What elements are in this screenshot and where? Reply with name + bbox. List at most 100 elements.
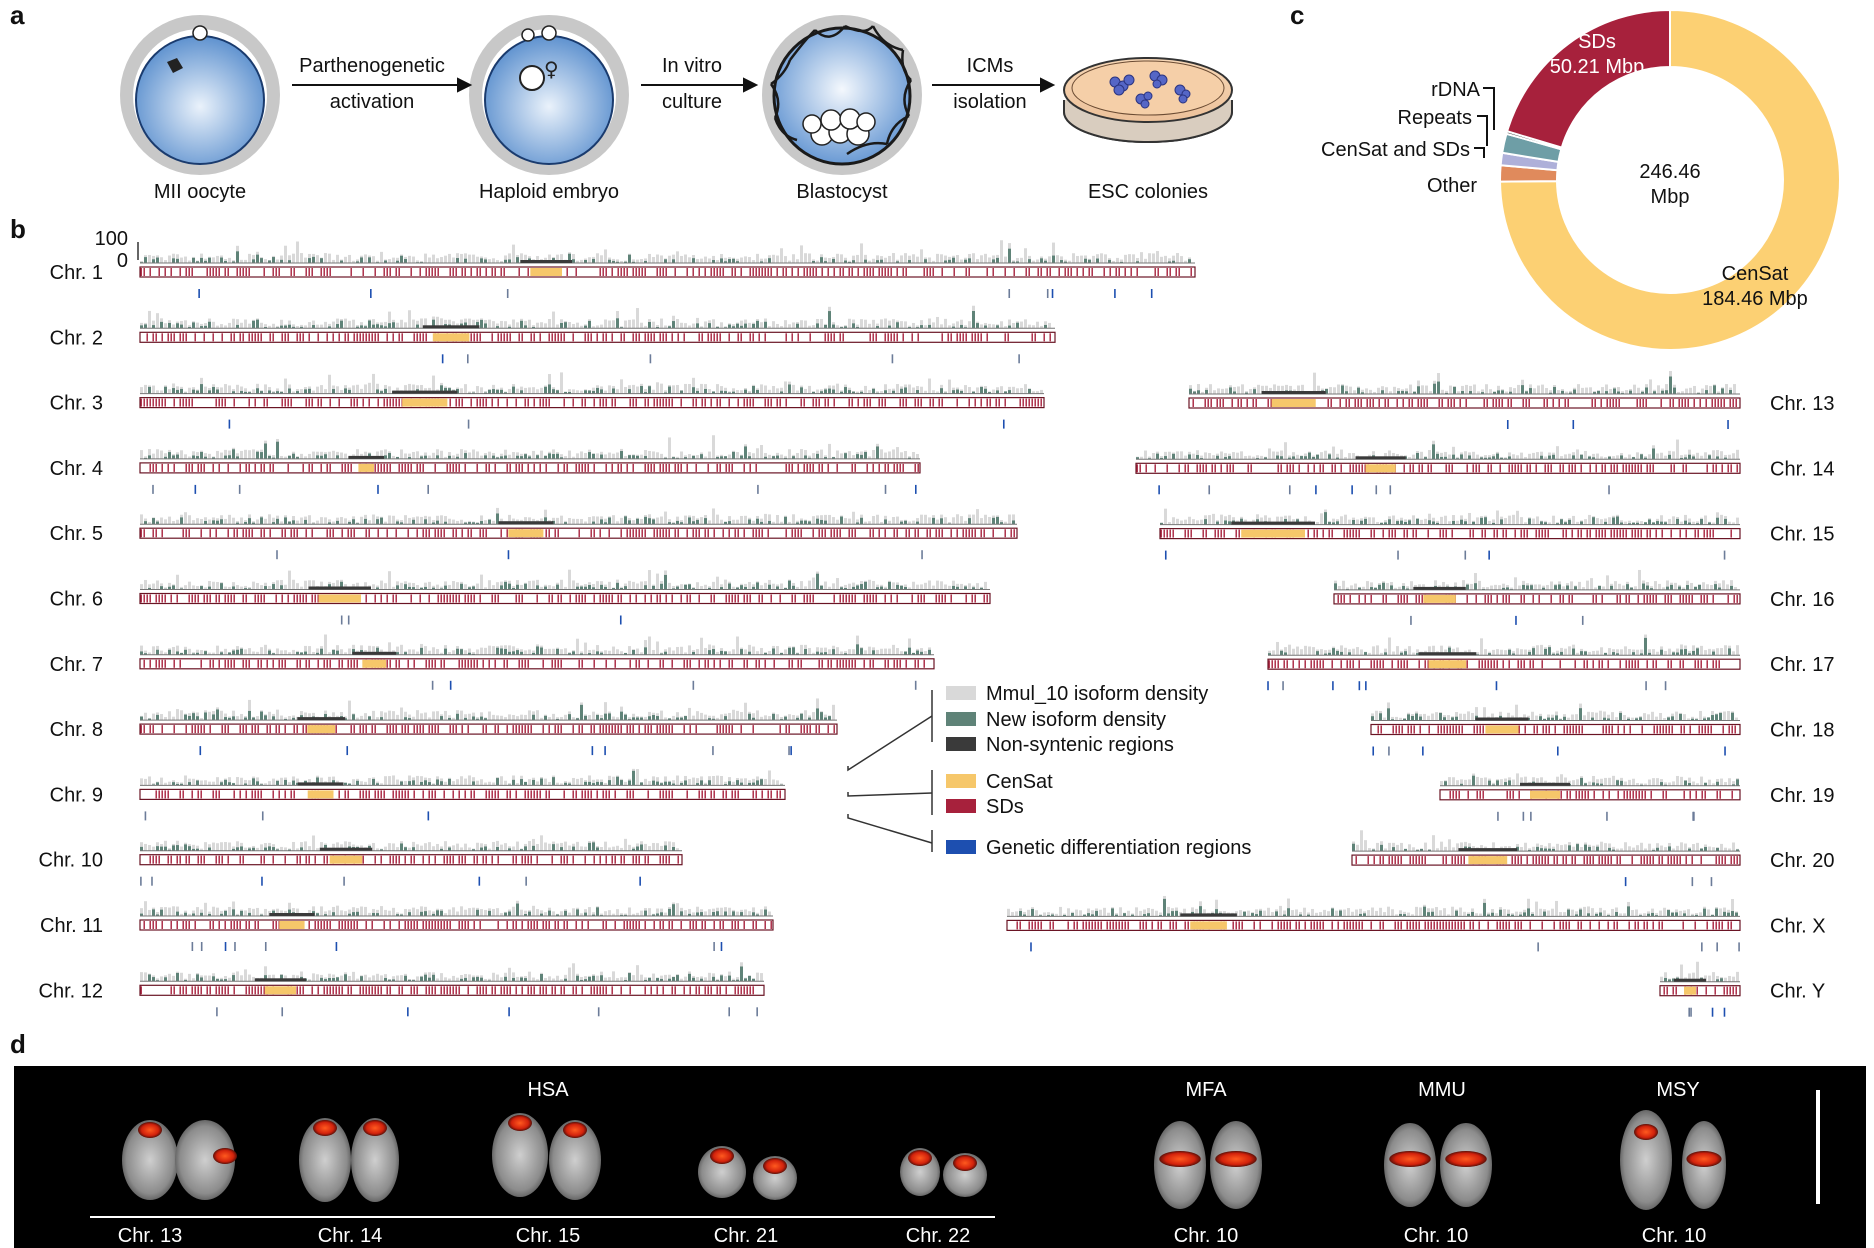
fish-chromosome-6 [698, 1146, 746, 1198]
chromosome-right-0: Chr. 13 [1188, 370, 1834, 429]
chromosome-label-left-4: Chr. 5 [50, 523, 103, 545]
chromosome-label-left-6: Chr. 7 [50, 654, 103, 676]
legend-label-new: New isoform density [986, 709, 1166, 731]
chromosome-left-9: Chr. 10 [39, 835, 683, 886]
panel-label-c: c [1290, 0, 1304, 30]
chromosome-label-left-7: Chr. 8 [50, 719, 103, 741]
fish-chromosome-1 [175, 1120, 237, 1200]
chromosome-right-8: Chr. X [1006, 895, 1826, 952]
fish-chromosome-7 [753, 1156, 797, 1200]
chromosome-label-left-5: Chr. 6 [50, 589, 103, 611]
blastocyst-illustration [762, 15, 922, 175]
arrow1-line1: Parthenogenetic [299, 55, 445, 77]
arrow3-line1: ICMs [967, 55, 1014, 77]
callout-censat-sds: CenSat and SDs [1321, 139, 1470, 161]
callout-rdna: rDNA [1431, 79, 1481, 101]
species-msy: MSY [1656, 1079, 1699, 1101]
legend-swatch-mmul [946, 686, 976, 700]
legend-swatch-sds [946, 799, 976, 813]
arrow3-line2: isolation [953, 91, 1026, 113]
chromosome-label-left-11: Chr. 12 [39, 980, 103, 1002]
chromosome-left-7: Chr. 8 [50, 698, 838, 756]
species-hsa: HSA [527, 1079, 569, 1101]
slice-label-sds-value: 50.21 Mbp [1550, 56, 1645, 78]
haploid-embryo-illustration: ♀ [469, 15, 629, 175]
chromosome-label-right-0: Chr. 13 [1770, 393, 1834, 415]
stage-label-esc: ESC colonies [1088, 181, 1208, 203]
esc-dish-illustration [1063, 57, 1233, 143]
chromosome-left-1: Chr. 2 [50, 305, 1056, 364]
panel-d: HSA MFA MMU MSY Chr. 13 Chr. 14 Chr. 15 … [14, 1066, 1866, 1248]
density-axis-bottom: 0 [117, 250, 128, 272]
fish-label-3: Chr. 15 [516, 1225, 580, 1247]
chromosome-label-right-3: Chr. 16 [1770, 589, 1834, 611]
slice-label-censat-name: CenSat [1722, 263, 1789, 285]
fish-chromosome-2 [299, 1118, 351, 1202]
panel-c: 246.46 Mbp SDs 50.21 Mbp CenSat 184.46 M… [1321, 8, 1841, 351]
chromosome-label-left-9: Chr. 10 [39, 850, 103, 872]
chromosome-left-3: Chr. 4 [50, 435, 921, 494]
legend-swatch-nonsyntenic [946, 737, 976, 751]
chromosome-left-6: Chr. 7 [50, 634, 935, 690]
chromosome-label-right-5: Chr. 18 [1770, 720, 1834, 742]
fish-image-background [14, 1066, 1866, 1248]
chromosome-left-10: Chr. 11 [40, 900, 774, 951]
chromosome-label-right-2: Chr. 15 [1770, 524, 1834, 546]
chromosome-left-11: Chr. 12 [39, 962, 765, 1017]
chromosome-right-5: Chr. 18 [1370, 702, 1834, 756]
chromosome-left-4: Chr. 5 [50, 507, 1018, 560]
chromosome-right-2: Chr. 15 [1159, 508, 1834, 560]
chromosome-right-4: Chr. 17 [1267, 634, 1834, 691]
panel-label-a: a [10, 0, 25, 30]
fish-chromosome-3 [351, 1118, 399, 1202]
fish-chromosome-14 [1620, 1110, 1672, 1210]
chromosome-label-left-2: Chr. 3 [50, 393, 103, 415]
fish-chromosome-4 [492, 1113, 548, 1197]
donut-slice-sds [1505, 8, 1671, 149]
legend-label-censat: CenSat [986, 771, 1053, 793]
fish-chromosome-10 [1154, 1121, 1206, 1209]
chromosome-label-left-0: Chr. 1 [50, 262, 103, 284]
process-arrows [292, 77, 1056, 93]
donut-slice-censat [1498, 8, 1841, 351]
fish-label-8: Chr. 10 [1642, 1225, 1706, 1247]
slice-label-sds-name: SDs [1578, 31, 1616, 53]
legend-swatch-censat [946, 774, 976, 788]
chromosome-label-left-1: Chr. 2 [50, 327, 103, 349]
fish-chromosome-8 [900, 1148, 940, 1196]
fish-chromosome-13 [1440, 1123, 1492, 1207]
fish-label-7: Chr. 10 [1404, 1225, 1468, 1247]
stage-label-haploid: Haploid embryo [479, 181, 619, 203]
female-symbol: ♀ [544, 57, 559, 81]
stage-label-blastocyst: Blastocyst [796, 181, 888, 203]
slice-label-censat-value: 184.46 Mbp [1702, 288, 1808, 310]
fish-chromosome-15 [1682, 1121, 1726, 1209]
chromosome-label-right-9: Chr. Y [1770, 981, 1825, 1003]
callout-other: Other [1427, 175, 1477, 197]
chromosome-label-right-4: Chr. 17 [1770, 654, 1834, 676]
chromosome-label-left-10: Chr. 11 [40, 915, 103, 937]
legend-label-nonsyntenic: Non-syntenic regions [986, 734, 1174, 756]
donut-callouts [1474, 87, 1495, 158]
fish-chromosome-11 [1210, 1121, 1262, 1209]
fish-chromosome-5 [549, 1120, 601, 1200]
legend-swatch-genetic [946, 840, 976, 854]
oocyte-illustration [120, 15, 280, 175]
arrow1-line2: activation [330, 91, 415, 113]
legend-swatch-new [946, 712, 976, 726]
arrow2-line1: In vitro [662, 55, 722, 77]
legend-label-genetic: Genetic differentiation regions [986, 837, 1251, 859]
chromosome-right-3: Chr. 16 [1333, 569, 1834, 625]
chromosome-label-left-3: Chr. 4 [50, 458, 103, 480]
panel-label-b: b [10, 214, 26, 244]
fish-chromosome-9 [943, 1153, 987, 1197]
panel-a: ♀ MII oocyte Haploid [120, 15, 1233, 203]
chromosome-right-9: Chr. Y [1659, 961, 1825, 1017]
donut-center-unit: Mbp [1651, 186, 1690, 208]
donut-center-value: 246.46 [1639, 161, 1700, 183]
chromosome-label-right-6: Chr. 19 [1770, 785, 1834, 807]
species-mfa: MFA [1185, 1079, 1227, 1101]
chromosome-left-8: Chr. 9 [50, 768, 786, 821]
